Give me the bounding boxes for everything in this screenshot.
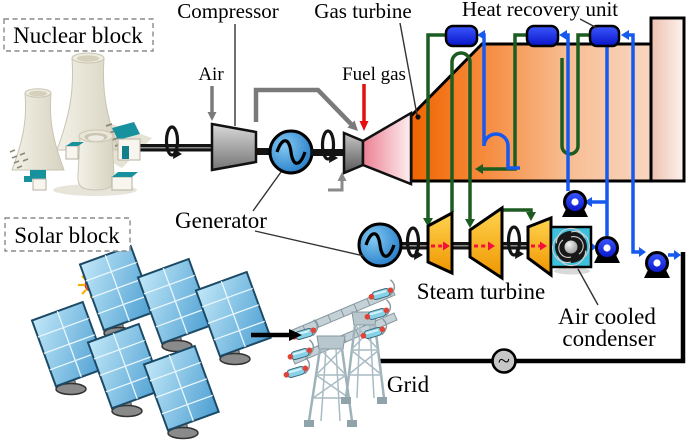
grid-power-line [379, 252, 686, 364]
combustor-shape [342, 131, 365, 175]
solar-panel [194, 270, 272, 366]
nuclear-block-box [3, 18, 154, 52]
pump-icon [642, 251, 672, 280]
auxiliary-buildings [24, 122, 141, 191]
insulator-icon [283, 338, 317, 363]
water-pipes-blue [481, 33, 675, 257]
gas-turbine-shape [361, 110, 413, 186]
transmission-tower-icon [279, 278, 398, 427]
steam-drum [588, 24, 621, 48]
heat-recovery-unit-shape [409, 42, 653, 183]
rotation-icon [320, 129, 340, 165]
pump-icon [560, 190, 590, 219]
steam-turbine-label: Steam turbine [417, 279, 545, 304]
solar-block-box [4, 217, 131, 252]
generator-icon [357, 222, 403, 268]
stack-shape [649, 16, 686, 183]
steam-turbine-stage [426, 210, 454, 276]
solar-block-label: Solar block [14, 223, 120, 248]
gas-shaft [254, 148, 271, 155]
steam-pipe-arrows [423, 164, 536, 228]
transformer-symbol: ~ [498, 348, 510, 373]
heat-recovery-unit-label: Heat recovery unit [462, 0, 618, 21]
generator-icon [268, 129, 314, 175]
pump-icon [592, 236, 622, 265]
gas-shaft [311, 149, 345, 156]
grid-label: Grid [387, 372, 430, 397]
cooling-tower-icon [11, 92, 65, 171]
compressor-label: Compressor [177, 0, 279, 23]
air-cooled-condenser-label-2: condenser [562, 326, 656, 351]
steam-drum [525, 24, 560, 48]
cooling-air-line [328, 179, 344, 192]
leader-lines [234, 18, 599, 306]
nuclear-plant-icon [9, 52, 215, 196]
air-label: Air [198, 64, 224, 85]
steam-drum [444, 24, 479, 48]
solar-panel [142, 344, 220, 440]
reactor-building-icon [77, 136, 115, 191]
insulator-icon [364, 278, 398, 303]
air-cooled-condenser-label-1: Air cooled [558, 304, 656, 329]
rotation-icon [164, 125, 184, 161]
air-pipe [253, 87, 354, 127]
gas-turbine-label: Gas turbine [314, 0, 411, 23]
nuclear-block-label: Nuclear block [13, 23, 143, 48]
steam-turbine-stage [468, 205, 504, 281]
fuel-gas-label: Fuel gas [342, 64, 406, 85]
generator-label: Generator [175, 208, 267, 233]
compressor-shape [210, 122, 258, 172]
transformer-icon [491, 348, 517, 374]
